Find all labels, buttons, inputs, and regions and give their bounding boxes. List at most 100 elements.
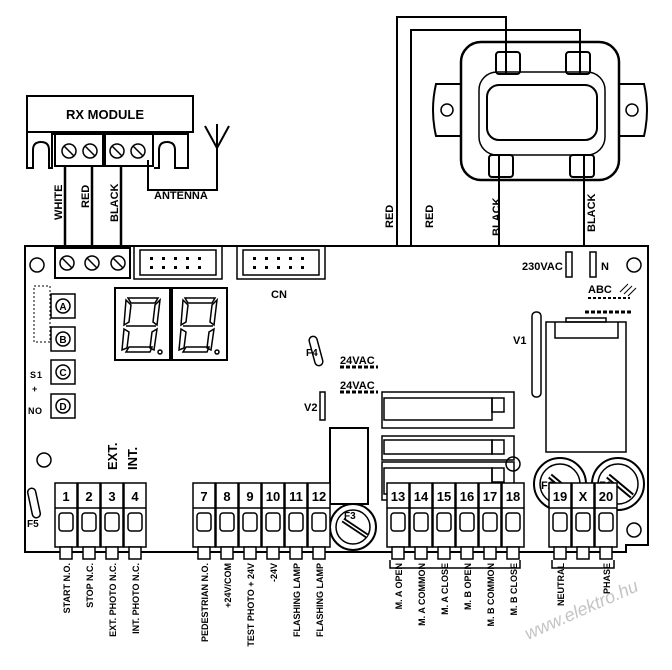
programming-buttons: A B C D S 1 + N O — [28, 285, 76, 419]
terminal-15[interactable]: 15 M. A CLOSE — [432, 482, 456, 615]
terminal-label: M. B COMMON — [486, 563, 496, 627]
terminal-label: M. A CLOSE — [440, 563, 450, 615]
side-label-s: S — [30, 370, 36, 380]
button-a[interactable]: A — [50, 293, 76, 319]
wire-white-label: WHITE — [53, 185, 65, 220]
fuse-f3-label: F3 — [344, 511, 356, 522]
button-d[interactable]: D — [50, 393, 76, 419]
f5-label: F5 — [27, 519, 39, 530]
wire-red-label: RED — [80, 185, 92, 208]
watermark: www.elektro.hu — [521, 576, 641, 644]
terminal-number: 3 — [108, 489, 115, 504]
int-label: INT. — [125, 447, 140, 470]
terminal-number: 1 — [62, 489, 69, 504]
antenna-icon — [147, 124, 230, 191]
transformer — [432, 40, 648, 186]
rx-wires — [63, 166, 123, 253]
terminal-label: +24V/COM — [223, 563, 233, 608]
terminal-number: 20 — [599, 489, 613, 504]
terminal-10[interactable]: 10-24V — [261, 482, 285, 582]
transformer-wire-black-2: BLACK — [586, 193, 598, 232]
v2-label: V2 — [304, 402, 317, 414]
side-label-o: O — [35, 406, 42, 416]
rx-module-title: RX MODULE — [66, 107, 144, 122]
ribbon-connector-1 — [133, 245, 223, 280]
terminal-label: STOP N.C. — [85, 563, 95, 608]
rx-screw-terminals — [61, 143, 146, 159]
terminal-18[interactable]: 18 M. B CLOSE — [501, 482, 525, 616]
button-b[interactable]: B — [50, 326, 76, 352]
button-c[interactable]: C — [50, 359, 76, 385]
terminal-number: 15 — [437, 489, 451, 504]
terminal-label: FLASHING LAMP — [315, 563, 325, 637]
button-a-label: A — [59, 302, 66, 313]
vac230-label: 230VAC — [522, 261, 563, 273]
side-label-1: 1 — [37, 370, 42, 380]
abc-label: ABC — [588, 284, 612, 296]
button-c-label: C — [59, 368, 66, 379]
f4-label: F4 — [306, 348, 318, 359]
button-b-label: B — [59, 335, 66, 346]
terminal-label: M. A COMMON — [417, 563, 427, 626]
cn-label: CN — [271, 289, 287, 301]
terminal-label: FLASHING LAMP — [292, 563, 302, 637]
v1-label: V1 — [513, 335, 526, 347]
rx-module: RX MODULE ANTENNA — [26, 95, 230, 202]
terminal-17[interactable]: 17 M. B COMMON — [478, 482, 502, 627]
terminal-number: 18 — [506, 489, 520, 504]
ribbon-connector-cn — [236, 245, 326, 280]
terminal-label: EXT. PHOTO N.C. — [108, 563, 118, 637]
terminal-label: -24V — [269, 563, 279, 582]
vac24-label-a: 24VAC — [340, 355, 375, 367]
transformer-wire-black-1: BLACK — [491, 197, 503, 236]
button-d-label: D — [59, 402, 66, 413]
control-board: CN — [24, 245, 649, 553]
terminal-number: 17 — [483, 489, 497, 504]
terminal-number: 7 — [200, 489, 207, 504]
terminal-8[interactable]: 8 +24V/COM — [215, 482, 239, 608]
terminal-label: M. B OPEN — [463, 563, 473, 610]
terminal-number: 16 — [460, 489, 474, 504]
terminal-label: PEDESTRIAN N.O. — [200, 563, 210, 642]
terminal-number: 13 — [391, 489, 405, 504]
power-component — [545, 317, 627, 453]
terminal-number: 9 — [246, 489, 253, 504]
terminal-14[interactable]: 14M. A COMMON — [409, 482, 433, 626]
side-label-n: N — [28, 406, 35, 416]
vac24-label-b: 24VAC — [340, 380, 375, 392]
side-label-plus: + — [32, 384, 37, 394]
terminal-number: X — [579, 489, 588, 504]
terminal-x[interactable]: X — [571, 482, 595, 560]
terminal-label: PHASE — [602, 563, 612, 594]
terminal-number: 8 — [223, 489, 230, 504]
terminal-label: NEUTRAL — [556, 563, 566, 606]
wire-black-label: BLACK — [109, 183, 121, 222]
n-label: N — [601, 261, 609, 273]
terminal-13[interactable]: 13 M. A OPEN — [386, 482, 410, 609]
terminal-label: TEST PHOTO + 24V — [246, 563, 256, 647]
transformer-wire-red-1: RED — [384, 205, 396, 228]
terminal-number: 2 — [85, 489, 92, 504]
terminal-number: 4 — [131, 489, 139, 504]
terminal-number: 11 — [289, 489, 303, 504]
terminal-label: M. B CLOSE — [509, 563, 519, 616]
terminal-label: INT. PHOTO N.C. — [131, 563, 141, 634]
ext-label: EXT. — [105, 443, 120, 470]
terminal-label: M. A OPEN — [394, 563, 404, 609]
seven-segment-display — [114, 287, 228, 361]
antenna-label: ANTENNA — [154, 190, 208, 202]
terminal-16[interactable]: 16 M. B OPEN — [455, 482, 479, 610]
relays — [329, 391, 515, 505]
transformer-wire-red-2: RED — [424, 205, 436, 228]
